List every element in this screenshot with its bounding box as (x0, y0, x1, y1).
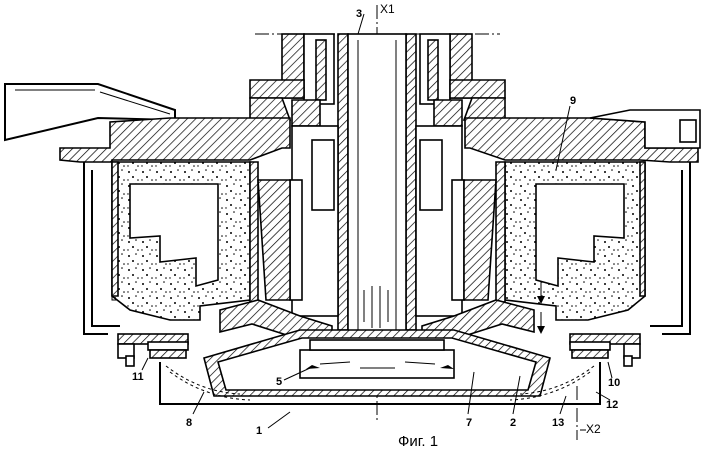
label-5: 5 (276, 376, 282, 388)
label-9: 9 (570, 95, 576, 107)
label-8: 8 (186, 417, 192, 429)
label-2: 2 (510, 417, 516, 429)
label-11: 11 (132, 371, 144, 383)
left-stator (112, 162, 258, 320)
label-10: 10 (608, 377, 620, 389)
label-7: 7 (466, 417, 472, 429)
figure-caption: Фиг. 1 (398, 433, 438, 450)
label-13: 13 (552, 417, 564, 429)
label-axis-x2: X2 (586, 422, 601, 436)
label-1: 1 (256, 425, 262, 437)
label-3: 3 (356, 8, 362, 20)
label-axis-x1: X1 (380, 2, 395, 16)
label-12: 12 (606, 399, 618, 411)
right-stator (496, 162, 645, 320)
rotor-bowl (204, 330, 550, 396)
right-fasteners (570, 334, 640, 366)
left-fasteners (118, 334, 188, 366)
shaft (338, 34, 416, 334)
